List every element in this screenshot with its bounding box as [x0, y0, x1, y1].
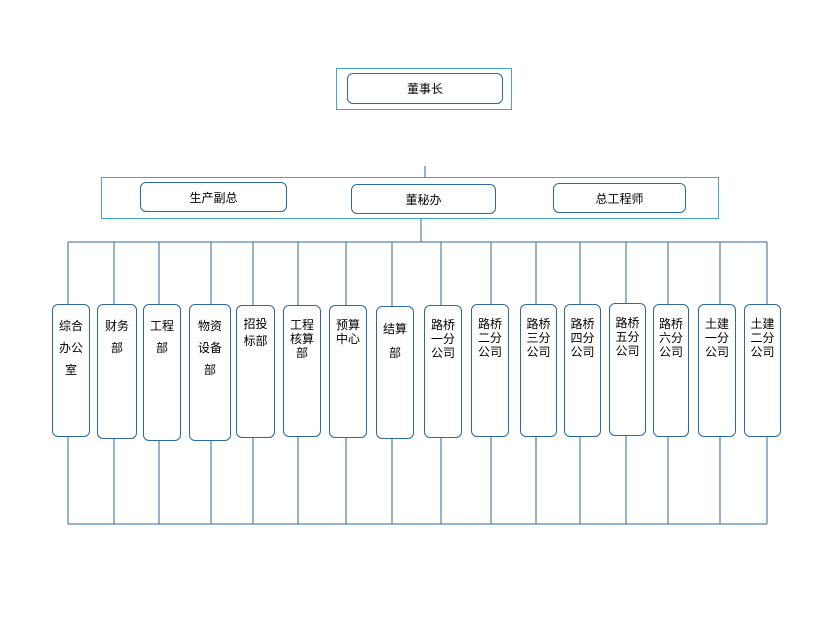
dept-box: 路桥三分公司: [520, 304, 557, 437]
dept-label: 路桥二分公司: [477, 317, 502, 359]
dept-box: 工程核算部: [283, 305, 321, 437]
middle-label: 生产副总: [189, 190, 238, 205]
dept-label: 路桥六分公司: [658, 317, 683, 359]
dept-label: 土建二分公司: [750, 317, 775, 359]
dept-label: 结算部: [382, 322, 407, 360]
dept-label: 物资设备部: [197, 319, 222, 377]
dept-box: 物资设备部: [189, 304, 231, 441]
dept-box: 预算中心: [329, 305, 367, 438]
dept-label: 工程部: [149, 319, 174, 355]
dept-label: 工程核算部: [289, 318, 314, 360]
middle-box-secretary-office: 董秘办: [351, 184, 496, 214]
dept-box: 工程部: [143, 304, 181, 441]
dept-label: 路桥三分公司: [526, 317, 551, 359]
dept-label: 财务部: [104, 319, 129, 355]
dept-label: 路桥四分公司: [570, 317, 595, 359]
dept-box: 路桥六分公司: [653, 304, 689, 437]
dept-box: 结算部: [376, 306, 414, 439]
dept-box: 综合办公室: [52, 304, 90, 437]
dept-box: 土建二分公司: [744, 304, 781, 437]
dept-box: 路桥四分公司: [564, 304, 601, 437]
dept-label: 预算中心: [335, 318, 360, 346]
middle-label: 总工程师: [595, 191, 644, 206]
dept-label: 路桥五分公司: [615, 316, 640, 358]
dept-box: 土建一分公司: [698, 304, 736, 437]
dept-box: 招投标部: [236, 305, 275, 438]
middle-box-production-vp: 生产副总: [140, 182, 287, 212]
dept-label: 路桥一分公司: [430, 318, 455, 360]
middle-label: 董秘办: [405, 192, 442, 207]
dept-box: 路桥二分公司: [471, 304, 509, 437]
chairman-box: 董事长: [347, 73, 503, 104]
dept-label: 土建一分公司: [704, 317, 729, 359]
dept-box: 路桥五分公司: [609, 303, 646, 436]
dept-box: 财务部: [97, 304, 137, 439]
dept-label: 综合办公室: [58, 319, 83, 377]
dept-box: 路桥一分公司: [424, 305, 462, 438]
chairman-label: 董事长: [406, 82, 443, 96]
middle-box-chief-engineer: 总工程师: [553, 183, 686, 213]
dept-label: 招投标部: [243, 317, 268, 348]
